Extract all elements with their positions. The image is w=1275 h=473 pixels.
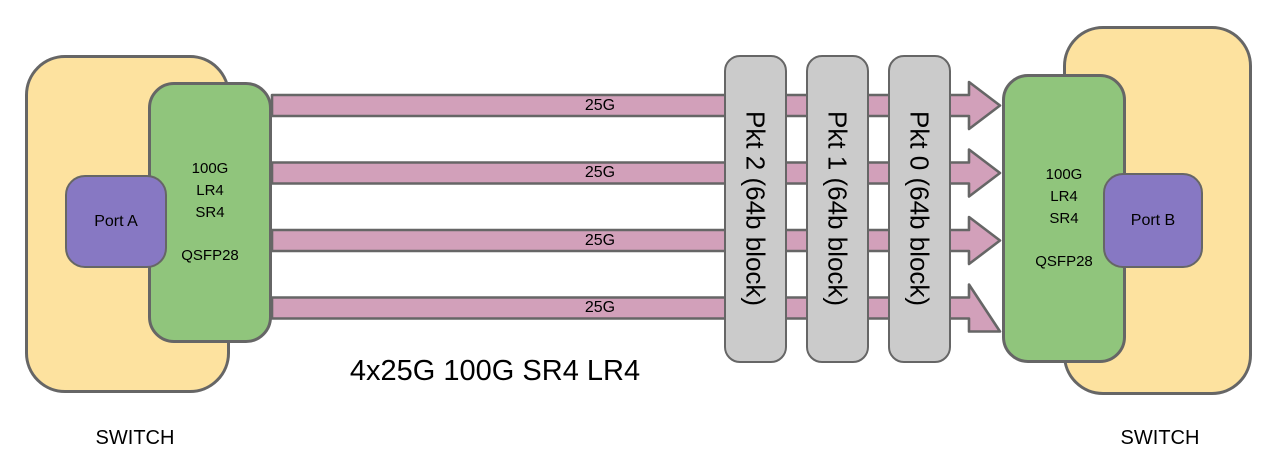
left-transceiver-sr4: SR4 — [195, 204, 225, 221]
lane-arrow-3 — [270, 215, 1002, 266]
right-transceiver-sr4: SR4 — [1049, 210, 1079, 227]
port-a-label: Port A — [94, 212, 138, 230]
left-switch-label: SWITCH — [95, 427, 175, 449]
port-a: Port A — [65, 175, 167, 268]
lane-arrow-4 — [270, 283, 1002, 333]
lane-3-label: 25G — [584, 232, 616, 249]
diagram-caption: 4x25G 100G SR4 LR4 — [349, 355, 641, 387]
lane-arrow-2 — [270, 148, 1002, 198]
right-switch-label: SWITCH — [1120, 427, 1200, 449]
lane-2-label: 25G — [584, 164, 616, 181]
packet-pkt2-label: Pkt 2 (64b block) — [740, 111, 771, 307]
port-b: Port B — [1103, 173, 1203, 268]
left-transceiver-module: QSFP28 — [181, 247, 239, 264]
lane-arrows — [270, 80, 1002, 333]
lane-4-label: 25G — [584, 299, 616, 316]
packet-block-pkt1: Pkt 1 (64b block) — [806, 55, 869, 363]
packet-block-pkt2: Pkt 2 (64b block) — [724, 55, 787, 363]
packet-pkt0-label: Pkt 0 (64b block) — [904, 111, 935, 307]
lane-arrow-1 — [270, 80, 1002, 131]
right-transceiver-rate: 100G — [1045, 166, 1083, 183]
packet-block-pkt0: Pkt 0 (64b block) — [888, 55, 951, 363]
right-transceiver-lr4: LR4 — [1050, 188, 1078, 205]
port-b-label: Port B — [1130, 211, 1176, 229]
left-transceiver-lr4: LR4 — [196, 182, 224, 199]
left-transceiver-rate: 100G — [191, 160, 229, 177]
packet-pkt1-label: Pkt 1 (64b block) — [822, 111, 853, 307]
lane-1-label: 25G — [584, 97, 616, 114]
right-transceiver-module: QSFP28 — [1035, 253, 1093, 270]
